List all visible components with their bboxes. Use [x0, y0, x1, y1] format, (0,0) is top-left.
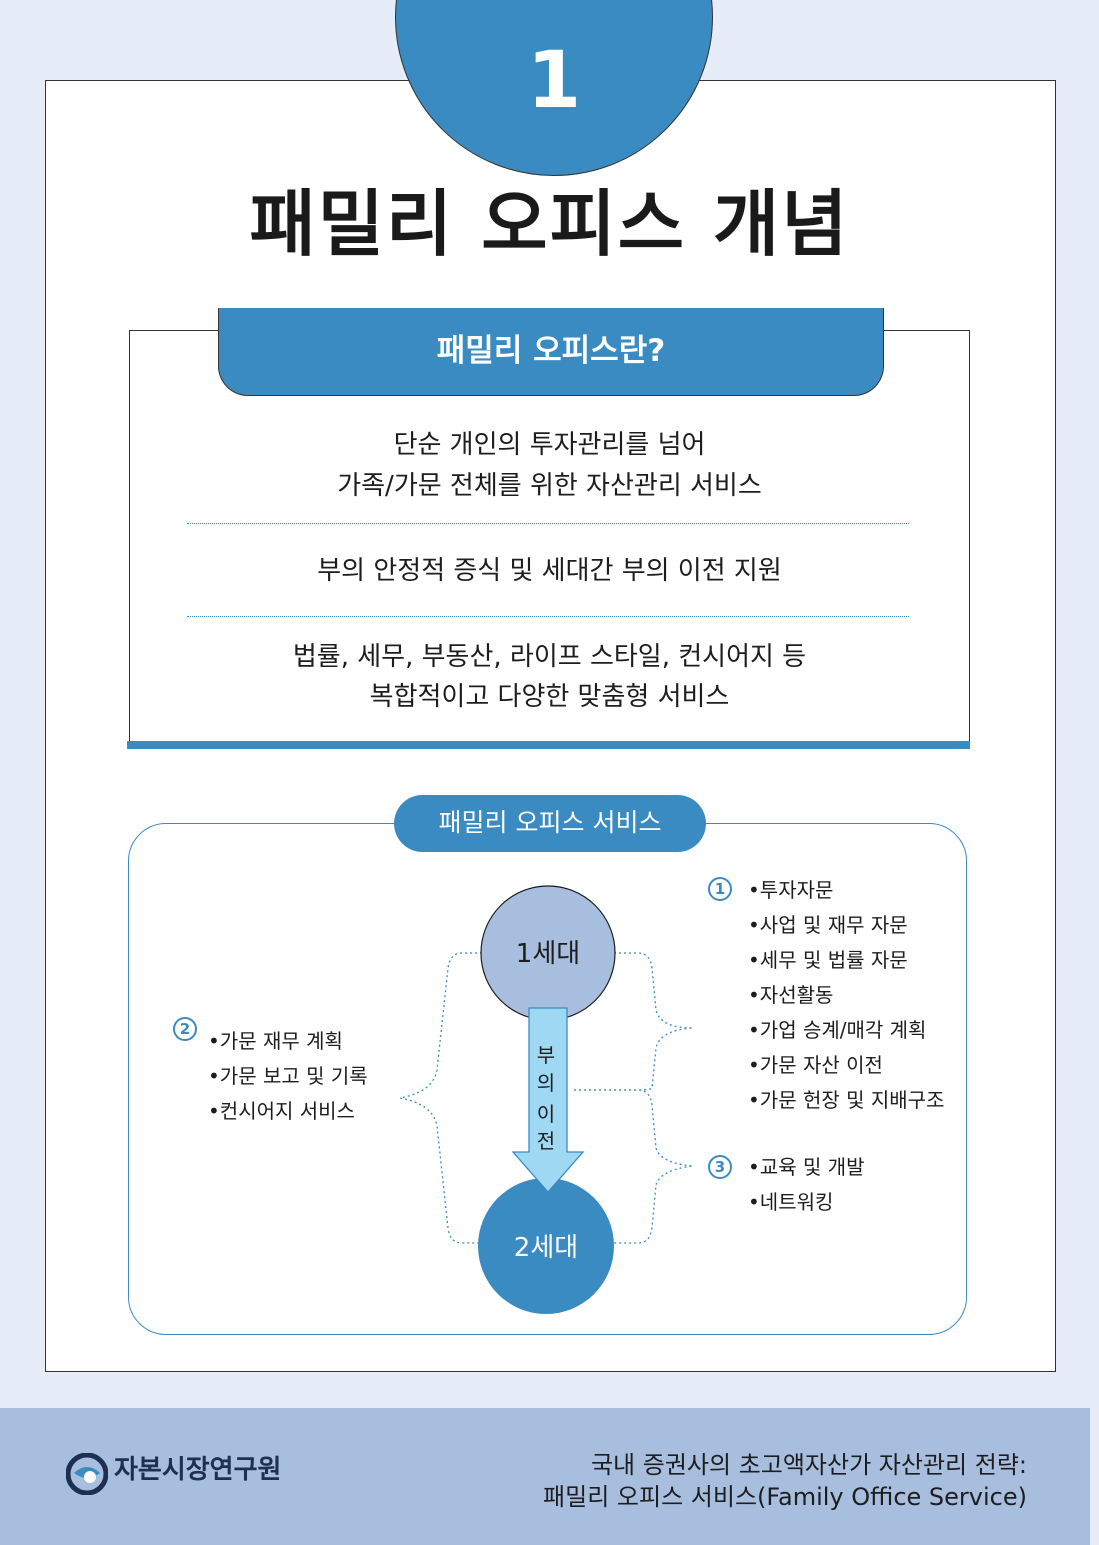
- transfer-char: 이: [536, 1102, 556, 1126]
- group-1-item: •가업 승계/매각 계획: [748, 1018, 927, 1042]
- definition-line: 단순 개인의 투자관리를 넘어: [393, 430, 706, 460]
- group-1-item: •세무 및 법률 자문: [748, 948, 908, 972]
- group-3-item: •교육 및 개발: [748, 1155, 865, 1179]
- group-1-item: •자선활동: [748, 983, 834, 1007]
- definition-line: 법률, 세무, 부동산, 라이프 스타일, 컨시어지 등: [292, 642, 807, 672]
- report-title-line1: 국내 증권사의 초고액자산가 자산관리 전략:: [590, 1451, 1027, 1479]
- footer: [0, 1408, 1090, 1545]
- generation-2-label: 2세대: [513, 1233, 579, 1263]
- definition-line: 부의 안정적 증식 및 세대간 부의 이전 지원: [317, 556, 782, 586]
- definition-bottom-bar: [127, 741, 970, 749]
- page-title: 패밀리 오피스 개념: [249, 182, 850, 266]
- kcmi-logo-icon: [66, 1453, 108, 1495]
- dotted-divider: [187, 523, 909, 524]
- group-1-item: •사업 및 재무 자문: [748, 913, 908, 937]
- group-3-item: •네트워킹: [748, 1190, 834, 1214]
- group-2-item: •가문 재무 계획: [208, 1029, 343, 1053]
- group-2-item: •컨시어지 서비스: [208, 1099, 355, 1123]
- group-2-item: •가문 보고 및 기록: [208, 1064, 368, 1088]
- definition-line: 가족/가문 전체를 위한 자산관리 서비스: [337, 471, 762, 501]
- bracket-right-top: [574, 952, 694, 1091]
- definition-tab-label: 패밀리 오피스란?: [436, 333, 666, 369]
- transfer-char: 전: [536, 1129, 556, 1153]
- group-3-badge: 3: [708, 1155, 732, 1179]
- group-1-item: •가문 헌장 및 지배구조: [748, 1088, 945, 1112]
- section-number: 1: [526, 36, 582, 126]
- group-1-item: •투자자문: [748, 878, 834, 902]
- transfer-char: 부: [536, 1043, 556, 1067]
- bracket-left: [399, 952, 482, 1244]
- transfer-char: 의: [536, 1071, 556, 1095]
- connector-lines: [399, 952, 694, 1244]
- report-title-line2: 패밀리 오피스 서비스(Family Office Service): [543, 1483, 1027, 1511]
- dotted-divider: [187, 616, 909, 617]
- generation-1-label: 1세대: [515, 939, 581, 969]
- group-1-item: •가문 자산 이전: [748, 1053, 883, 1077]
- services-title-pill: [394, 795, 706, 852]
- org-name: 자본시장연구원: [114, 1455, 282, 1485]
- group-2-badge: 2: [173, 1017, 197, 1041]
- services-title: 패밀리 오피스 서비스: [438, 808, 662, 837]
- generation-2-circle: [478, 1178, 614, 1314]
- wealth-transfer-arrow: [511, 1007, 585, 1193]
- definition-line: 복합적이고 다양한 맞춤형 서비스: [369, 682, 730, 712]
- definition-tab: [218, 308, 884, 396]
- number-circle-wrap: [395, 0, 713, 176]
- group-1-badge: 1: [708, 877, 732, 901]
